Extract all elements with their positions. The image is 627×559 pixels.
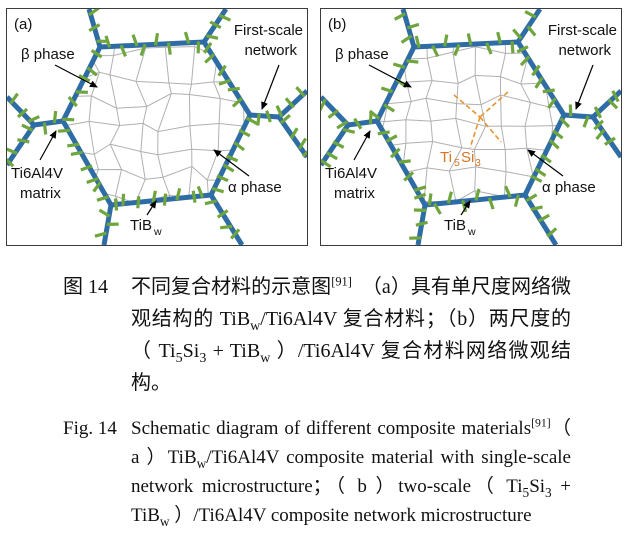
matrix-label-line2: matrix xyxy=(334,185,375,202)
tibw-label-sub: w xyxy=(153,226,162,238)
panel-a-diagram: (a) β phase First-scale network Ti6Al4V … xyxy=(7,9,307,245)
ti5si3-dashed-lines xyxy=(453,91,509,149)
first-scale-network-arrow xyxy=(261,64,280,110)
annotation-arrows xyxy=(39,64,280,216)
ti5si3-label-sub2: 3 xyxy=(475,157,481,169)
tibw-arrow xyxy=(146,200,157,216)
alpha-phase-label: α phase xyxy=(228,179,282,196)
panel-b-labels: (b) β phase First-scale network Ti6Al4V … xyxy=(325,16,617,238)
first-scale-label-line2: network xyxy=(244,42,297,59)
tibw-whiskers xyxy=(321,10,620,240)
first-scale-network-arrow xyxy=(575,64,594,110)
matrix-label-line2: matrix xyxy=(20,185,61,202)
figure-number-cn: 图 14 xyxy=(63,276,108,298)
matrix-label-line1: Ti6Al4V xyxy=(325,165,377,182)
caption-chinese-text: 不同复合材料的示意图[91] （a）具有单尺度网络微观结构的 TiBw/Ti6A… xyxy=(131,274,572,394)
figure-number-en: Fig. 14 xyxy=(63,418,117,439)
alpha-phase-arrow xyxy=(527,149,564,177)
matrix-arrow xyxy=(353,130,371,161)
first-scale-label-line1: First-scale xyxy=(548,22,617,39)
alpha-phase-arrow xyxy=(213,149,250,177)
tibw-label: TiB xyxy=(444,217,466,234)
caption-english-text: Schematic diagram of different composite… xyxy=(131,416,571,529)
alpha-phase-label: α phase xyxy=(542,179,596,196)
matrix-label-line1: Ti6Al4V xyxy=(11,165,63,182)
first-scale-label-line1: First-scale xyxy=(234,22,303,39)
ti5si3-label-part2: Si xyxy=(461,149,474,166)
beta-phase-arrow xyxy=(54,64,98,88)
tibw-label: TiB xyxy=(130,217,152,234)
tibw-arrow xyxy=(460,200,471,216)
beta-phase-label: β phase xyxy=(335,46,389,63)
tibw-label-sub: w xyxy=(467,226,476,238)
tibw-whiskers xyxy=(7,9,307,240)
caption-chinese: 图 14 不同复合材料的示意图[91] （a）具有单尺度网络微观结构的 TiBw… xyxy=(63,271,571,399)
figure-panels: (a) β phase First-scale network Ti6Al4V … xyxy=(0,0,627,246)
panel-tag: (b) xyxy=(328,16,346,33)
panel-a-labels: (a) β phase First-scale network Ti6Al4V … xyxy=(11,16,303,238)
ti5si3-label-sub1: 5 xyxy=(454,157,460,169)
annotation-arrows xyxy=(353,64,594,216)
matrix-arrow xyxy=(39,130,57,161)
caption-english: Fig. 14 Schematic diagram of different c… xyxy=(63,414,571,530)
panel-b-diagram: (b) β phase First-scale network Ti6Al4V … xyxy=(321,9,621,245)
ti5si3-label: Ti xyxy=(440,149,452,166)
panel-a: (a) β phase First-scale network Ti6Al4V … xyxy=(6,8,308,246)
first-scale-label-line2: network xyxy=(558,42,611,59)
beta-phase-label: β phase xyxy=(21,46,75,63)
beta-phase-arrow xyxy=(368,64,412,88)
panel-b: (b) β phase First-scale network Ti6Al4V … xyxy=(320,8,622,246)
panel-tag: (a) xyxy=(14,16,32,33)
figure-14: (a) β phase First-scale network Ti6Al4V … xyxy=(0,0,627,530)
